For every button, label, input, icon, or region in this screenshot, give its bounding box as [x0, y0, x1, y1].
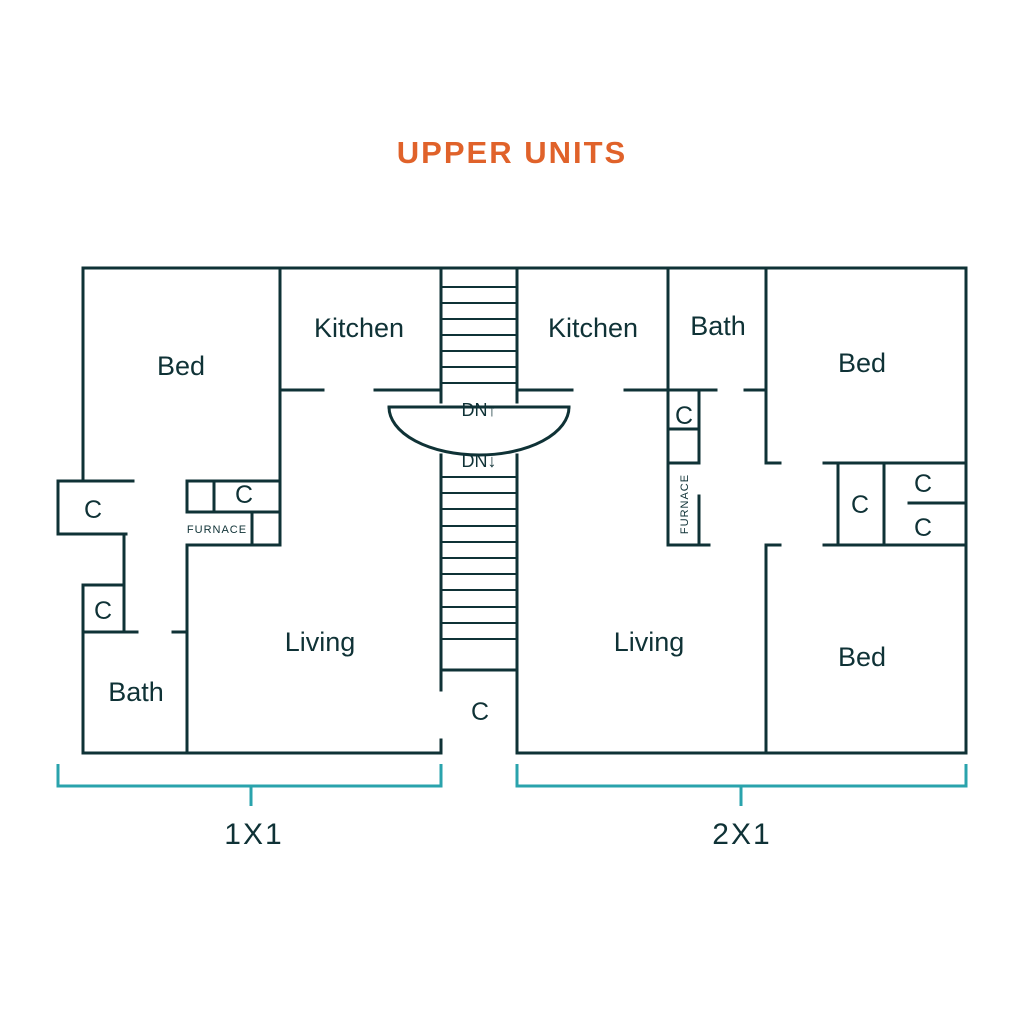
unit-label-1x1: 1X1	[224, 818, 283, 851]
room-label-bed: Bed	[157, 351, 205, 381]
plan-title: UPPER UNITS	[397, 135, 627, 170]
closet-label: C	[851, 491, 869, 519]
closet-label: C	[914, 470, 932, 498]
closet-label: C	[675, 402, 693, 430]
closet-label: C	[235, 481, 253, 509]
room-label-kitchen: Kitchen	[548, 313, 638, 343]
room-label-living: Living	[285, 627, 356, 657]
room-label-kitchen: Kitchen	[314, 313, 404, 343]
stair-up-label: DN↑	[462, 400, 497, 420]
dimension-brackets	[56, 764, 968, 806]
closet-label: C	[914, 514, 932, 542]
furnace-label: FURNACE	[679, 474, 691, 534]
left-unit: Bed Kitchen Living Bath C C C FURNACE	[84, 313, 404, 707]
unit-label-2x1: 2X1	[712, 818, 771, 851]
stairwell: DN↑ DN↓ C	[462, 400, 497, 726]
closet-label: C	[84, 496, 102, 524]
closet-label: C	[94, 597, 112, 625]
walls	[56, 266, 968, 755]
closet-label: C	[471, 698, 489, 726]
room-label-bath: Bath	[690, 311, 746, 341]
room-label-bed-bottom: Bed	[838, 642, 886, 672]
right-unit: Kitchen Bath Bed Living Bed C C C C FURN…	[548, 311, 932, 672]
furnace-label: FURNACE	[187, 524, 247, 536]
room-label-bed-top: Bed	[838, 348, 886, 378]
room-label-bath: Bath	[108, 677, 164, 707]
stair-down-label: DN↓	[462, 451, 497, 471]
room-label-living: Living	[614, 627, 685, 657]
stair-treads	[441, 286, 517, 640]
